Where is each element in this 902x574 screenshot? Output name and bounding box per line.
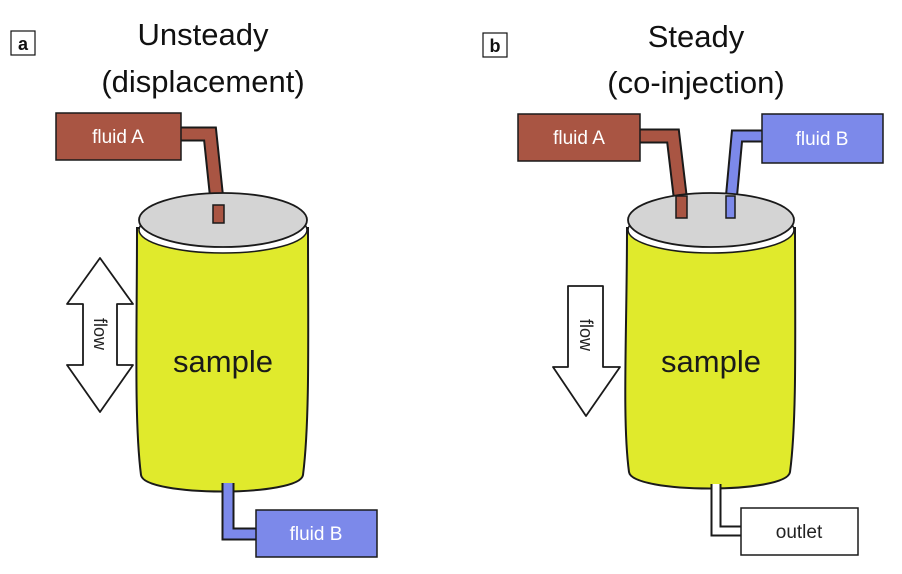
panel-a-fluid-a-label: fluid A xyxy=(92,127,144,148)
panel-a-fluid-b-tube xyxy=(223,483,256,539)
panel-a-letter: a xyxy=(18,34,29,54)
panel-b-letter: b xyxy=(490,36,501,56)
panel-b-fluid-a-tube xyxy=(640,130,688,213)
panel-b-lid xyxy=(627,192,795,248)
panel-b-title-line2: (co-injection) xyxy=(607,65,784,100)
panel-a-letter-box xyxy=(10,30,36,56)
panel-b-fluid-b-box xyxy=(761,113,884,164)
panel-b-title-line1: Steady xyxy=(648,19,745,54)
panel-b: b Steady (co-injection) fluid A fluid B … xyxy=(482,19,884,556)
panel-a-title-line1: Unsteady xyxy=(138,17,269,52)
panel-a-sample-label: sample xyxy=(173,344,273,379)
panel-b-outlet-tube-outline xyxy=(710,484,741,537)
panel-b-outlet-tube xyxy=(712,484,741,535)
panel-b-inlet-port-a xyxy=(675,195,688,219)
panel-b-sample-label: sample xyxy=(661,344,761,379)
panel-a-flow-arrow xyxy=(66,257,134,413)
panel-a-inlet-port xyxy=(212,204,225,224)
panel-b-fluid-b-tube xyxy=(725,131,762,213)
panel-b-fluid-a-box xyxy=(517,113,641,162)
panel-b-inlet-port-b xyxy=(725,195,736,219)
panel-a: a Unsteady (displacement) fluid A sample… xyxy=(10,17,378,558)
panel-b-fluid-b-label: fluid B xyxy=(796,129,849,150)
panel-b-letter-box xyxy=(482,32,508,58)
panel-b-outlet-label: outlet xyxy=(776,522,823,543)
panel-b-flow-label: flow xyxy=(576,319,596,352)
panel-a-flow-label: flow xyxy=(90,318,110,351)
panel-b-flow-arrow xyxy=(552,285,621,417)
panel-a-fluid-a-tube xyxy=(181,128,225,221)
panel-a-fluid-b-box xyxy=(255,509,378,558)
panel-a-title-line2: (displacement) xyxy=(101,64,304,99)
panel-b-outlet-box xyxy=(740,507,859,556)
panel-a-fluid-b-label: fluid B xyxy=(290,524,343,545)
panel-b-fluid-a-label: fluid A xyxy=(553,128,605,149)
panel-a-fluid-a-box xyxy=(55,112,182,161)
